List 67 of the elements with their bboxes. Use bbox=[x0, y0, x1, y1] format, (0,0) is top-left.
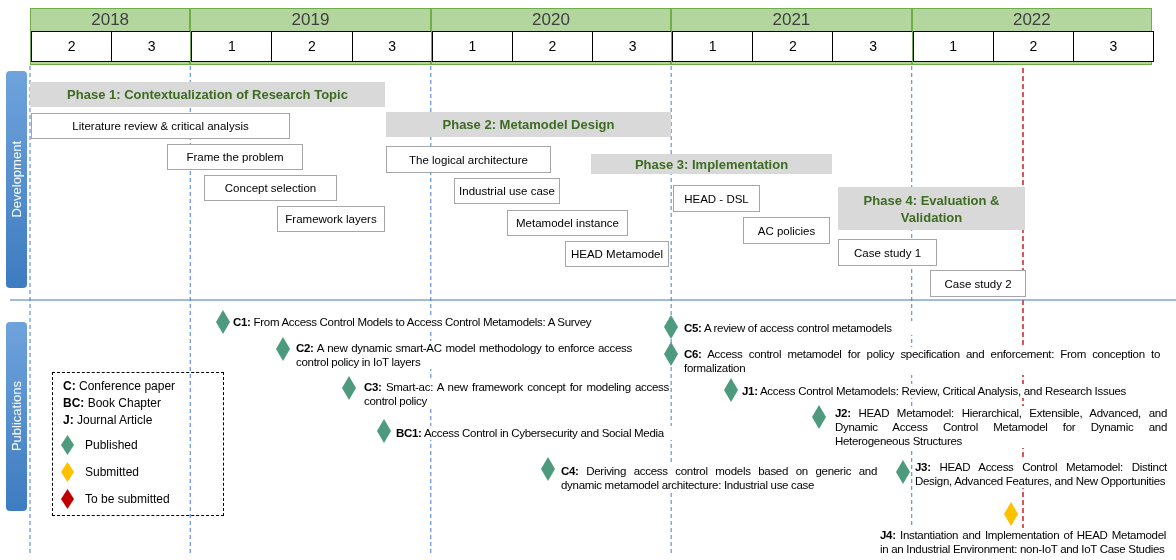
phase-bar: Phase 3: Implementation bbox=[591, 154, 832, 174]
quarter-cell: 3 bbox=[592, 31, 674, 62]
task-box: The logical architecture bbox=[386, 146, 551, 173]
phase-bar: Phase 4: Evaluation & Validation bbox=[838, 187, 1025, 230]
diamond-marker bbox=[724, 378, 738, 402]
diamond-marker bbox=[377, 419, 391, 443]
quarter-cell: 2 bbox=[992, 31, 1074, 62]
diamond-marker bbox=[276, 337, 290, 361]
year-label: 2018 bbox=[90, 9, 131, 31]
quarter-cell: 1 bbox=[431, 31, 513, 62]
diamond-marker bbox=[541, 457, 555, 481]
year-label: 2022 bbox=[1011, 9, 1052, 31]
quarter-cell: 2 bbox=[271, 31, 353, 62]
diamond-marker bbox=[812, 405, 826, 429]
task-box: Framework layers bbox=[277, 206, 385, 232]
task-box: Case study 1 bbox=[838, 239, 937, 266]
quarter-cell: 2 bbox=[31, 31, 113, 62]
section-band: Development bbox=[6, 71, 27, 288]
task-box: Literature review & critical analysis bbox=[31, 113, 290, 139]
publication-text: C2: A new dynamic smart-AC model methodology to enforce access control policy in IoT layers bbox=[296, 341, 632, 369]
year-header bbox=[430, 8, 672, 65]
legend-label: Published bbox=[85, 438, 138, 453]
task-box: AC policies bbox=[743, 217, 830, 244]
quarter-cell: 1 bbox=[191, 31, 273, 62]
year-label: 2019 bbox=[290, 9, 331, 31]
year-header bbox=[30, 8, 191, 65]
diamond-marker bbox=[1004, 502, 1018, 526]
task-box: Case study 2 bbox=[930, 270, 1026, 297]
year-label: 2021 bbox=[771, 9, 812, 31]
phase-bar: Phase 1: Contextualization of Research Topic bbox=[30, 82, 385, 107]
publication-text: C4: Deriving access control models based on generic and dynamic metamodel architecture: Industrial use case bbox=[561, 464, 877, 492]
diamond-marker bbox=[664, 342, 678, 366]
publication-text: J4: Instantiation and Implementation of HEAD Metamodel in an Industrial Environment: non-IoT and IoT Case Studies bbox=[880, 528, 1166, 556]
publication-text: C1: From Access Control Models to Access Control Metamodels: A Survey bbox=[233, 315, 595, 329]
section-band: Publications bbox=[6, 322, 27, 511]
legend-label: Submitted bbox=[85, 465, 140, 480]
quarter-cell: 3 bbox=[1072, 31, 1155, 62]
year-header bbox=[671, 8, 912, 65]
publication-text: C3: Smart-ac: A new framework concept for modeling access control policy bbox=[364, 380, 669, 408]
quarter-cell: 1 bbox=[672, 31, 754, 62]
phase-bar: Phase 2: Metamodel Design bbox=[386, 112, 671, 137]
diamond-marker bbox=[216, 310, 230, 334]
publication-text: J2: HEAD Metamodel: Hierarchical, Extensible, Advanced, and Dynamic Access Control Metamodel for Dynamic and Heterogeneous Structures bbox=[835, 406, 1167, 448]
task-box: HEAD Metamodel bbox=[565, 241, 669, 267]
quarter-cell: 3 bbox=[351, 31, 433, 62]
legend-label: To be submitted bbox=[85, 492, 170, 507]
publication-text: J3: HEAD Access Control Metamodel: Distinct Design, Advanced Features, and New Opportunities bbox=[915, 460, 1167, 488]
quarter-cell: 3 bbox=[111, 31, 193, 62]
task-box: HEAD - DSL bbox=[673, 185, 760, 212]
task-box: Frame the problem bbox=[167, 144, 303, 170]
year-label: 2020 bbox=[531, 9, 571, 31]
diamond-marker bbox=[664, 315, 678, 339]
quarter-cell: 1 bbox=[912, 31, 994, 62]
legend-label: BC: Book Chapter bbox=[63, 396, 162, 411]
task-box: Industrial use case bbox=[454, 178, 560, 204]
legend-label: J: Journal Article bbox=[63, 413, 153, 428]
task-box: Metamodel instance bbox=[507, 210, 628, 236]
publication-text: C6: Access control metamodel for policy specification and enforcement: From conception to formalization bbox=[684, 347, 1160, 375]
diamond-marker bbox=[342, 376, 356, 400]
quarter-cell: 2 bbox=[752, 31, 834, 62]
year-header bbox=[190, 8, 431, 65]
diamond-marker bbox=[896, 460, 910, 484]
task-box: Concept selection bbox=[204, 175, 337, 201]
legend-label: C: Conference paper bbox=[63, 379, 176, 394]
quarter-cell: 3 bbox=[832, 31, 914, 62]
year-header bbox=[911, 8, 1153, 65]
quarter-cell: 2 bbox=[511, 31, 594, 62]
